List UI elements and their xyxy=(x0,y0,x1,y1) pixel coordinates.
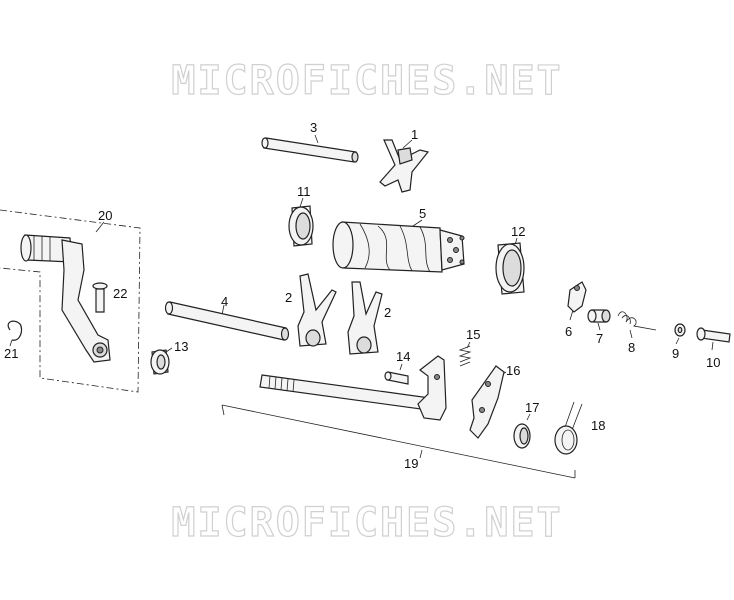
callout-14: 14 xyxy=(396,349,411,364)
part-21-circlip xyxy=(7,320,23,347)
part-13-bushing xyxy=(150,347,173,375)
part-6-lever xyxy=(567,281,587,321)
callout-1: 1 xyxy=(411,127,419,142)
part-2-shift-fork-right xyxy=(347,281,383,355)
part-10-bolt xyxy=(696,327,731,351)
callout-17: 17 xyxy=(525,400,540,415)
watermark-top: MICROFICHES.NET xyxy=(171,57,563,104)
callout-20: 20 xyxy=(98,208,113,223)
callout-2-left: 2 xyxy=(285,290,293,305)
callout-21: 21 xyxy=(4,346,19,361)
callout-16: 16 xyxy=(506,363,521,378)
part-15-spring xyxy=(458,341,472,367)
part-3-shaft xyxy=(261,134,359,163)
callout-19: 19 xyxy=(404,456,419,471)
part-14-pin xyxy=(384,363,409,385)
callout-13: 13 xyxy=(174,339,189,354)
callout-12: 12 xyxy=(511,224,526,239)
callout-10: 10 xyxy=(706,355,721,370)
callout-8: 8 xyxy=(628,340,636,355)
callout-7: 7 xyxy=(596,331,604,346)
callout-9: 9 xyxy=(672,346,680,361)
part-1-shift-fork xyxy=(379,139,430,193)
callout-4: 4 xyxy=(221,294,229,309)
part-22-bolt xyxy=(92,282,108,313)
part-4-shaft xyxy=(164,301,290,341)
part-2-shift-fork-left xyxy=(297,273,337,347)
callout-11: 11 xyxy=(297,184,311,199)
callout-15: 15 xyxy=(466,327,481,342)
part-7-bushing xyxy=(587,309,611,331)
callout-5: 5 xyxy=(419,206,427,221)
part-17-bushing xyxy=(513,413,531,449)
callout-6: 6 xyxy=(565,324,573,339)
part-19-shift-shaft xyxy=(221,355,576,479)
part-18-return-spring xyxy=(554,401,583,455)
part-11-bearing xyxy=(288,197,314,247)
callout-3: 3 xyxy=(310,120,318,135)
callout-2-right: 2 xyxy=(384,305,392,320)
part-8-spring xyxy=(617,311,657,339)
part-20-gear-pedal xyxy=(0,209,141,393)
callout-18: 18 xyxy=(591,418,606,433)
callout-22: 22 xyxy=(113,286,128,301)
watermark-bottom: MICROFICHES.NET xyxy=(171,499,563,546)
part-12-bearing xyxy=(495,237,525,295)
part-5-shift-drum xyxy=(332,219,465,273)
part-9-washer xyxy=(674,323,686,345)
part-16-plate xyxy=(469,365,507,439)
